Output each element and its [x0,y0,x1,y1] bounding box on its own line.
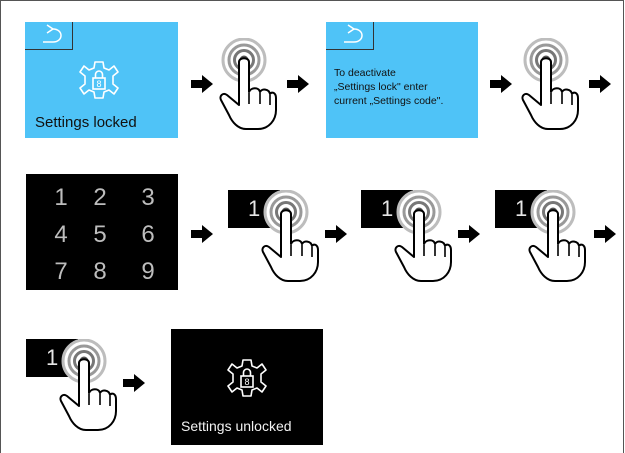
keypad-key-6[interactable]: 6 [141,221,155,248]
right-arrow-icon [191,75,213,93]
settings-unlocked-screen: Settings unlocked [171,329,323,445]
finger-tap-icon [527,190,587,282]
finger-tap-icon [218,38,278,130]
instruction-text: To deactivate „Settings lock" enter curr… [334,66,443,108]
finger-tap-icon [260,190,320,282]
instruction-line-3: current „Settings code". [334,95,444,107]
keypad-key-8[interactable]: 8 [93,258,107,285]
right-arrow-icon [490,75,512,93]
instruction-line-1: To deactivate [334,67,396,79]
keypad-screen: 1 2 3 4 5 6 7 8 9 [26,174,178,290]
back-arrow-icon [25,22,73,50]
keypad-key-2[interactable]: 2 [93,184,107,211]
settings-locked-screen: Settings locked [25,22,178,138]
gear-lock-icon [227,358,267,398]
entered-digit: 1 [46,345,59,370]
status-text: Settings unlocked [181,418,292,434]
back-arrow-icon [326,22,374,50]
status-text: Settings locked [35,114,137,131]
settings-code-prompt-screen: To deactivate „Settings lock" enter curr… [326,22,478,138]
keypad-key-5[interactable]: 5 [93,221,107,248]
back-button[interactable] [25,22,73,50]
keypad-key-1[interactable]: 1 [54,184,68,211]
finger-tap-icon [520,38,580,130]
entered-digit: 1 [248,196,261,221]
keypad-key-4[interactable]: 4 [54,221,68,248]
instruction-line-2: „Settings lock" enter [334,81,428,93]
keypad-key-3[interactable]: 3 [141,184,155,211]
right-arrow-icon [325,225,347,243]
right-arrow-icon [589,75,611,93]
keypad-key-9[interactable]: 9 [141,258,155,285]
gear-lock-icon [79,60,119,100]
right-arrow-icon [458,225,480,243]
right-arrow-icon [191,225,213,243]
right-arrow-icon [594,225,616,243]
keypad-key-7[interactable]: 7 [54,258,68,285]
finger-tap-icon [58,339,118,431]
entered-digit: 1 [381,196,394,221]
right-arrow-icon [123,374,145,392]
right-arrow-icon [287,75,309,93]
back-button[interactable] [326,22,374,50]
finger-tap-icon [393,190,453,282]
entered-digit: 1 [515,196,528,221]
